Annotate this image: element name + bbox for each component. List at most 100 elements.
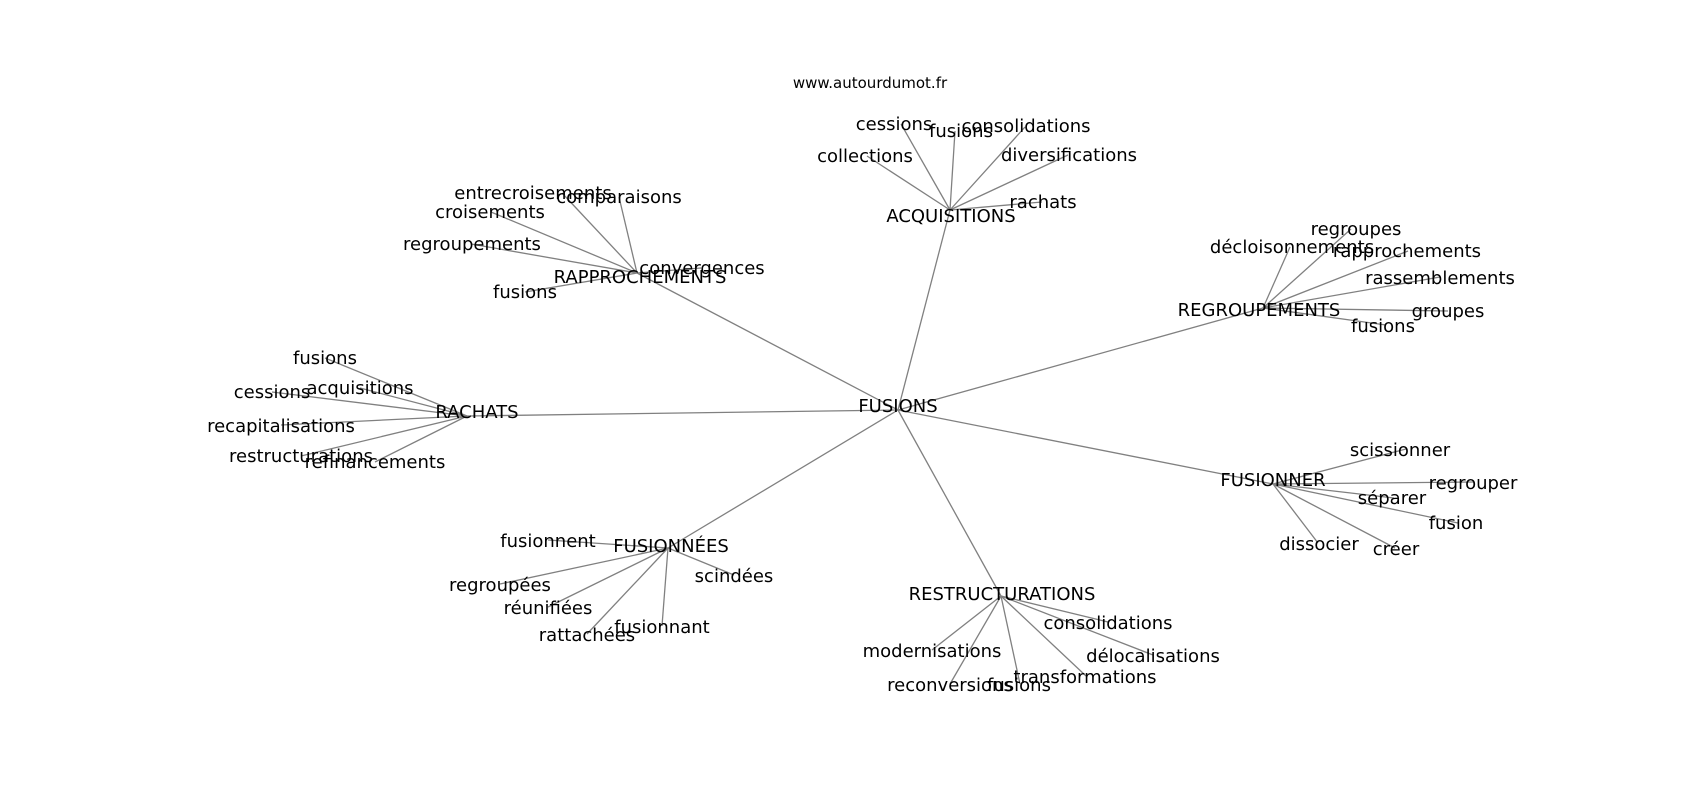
hub-node-0[interactable]: ACQUISITIONS <box>886 206 1015 227</box>
edge-hub-1-leaf-1 <box>618 196 638 274</box>
edge-hub-5-leaf-1 <box>667 547 735 576</box>
leaf-node-5-3[interactable]: réunifiées <box>504 598 593 619</box>
edge-hub-4-leaf-1 <box>1272 481 1475 485</box>
leaf-node-1-2[interactable]: croisements <box>435 202 545 223</box>
edge-hub-0-leaf-0 <box>900 123 951 211</box>
edge-hub-1-leaf-2 <box>490 211 638 274</box>
edge-hub-2-leaf-0 <box>1262 228 1352 309</box>
edge-hub-0-leaf-5 <box>949 201 1043 211</box>
leaf-node-0-1[interactable]: fusions <box>929 121 993 142</box>
leaf-node-4-1[interactable]: regrouper <box>1429 473 1518 494</box>
edge-hub-0-leaf-1 <box>949 130 956 211</box>
leaf-node-6-0[interactable]: consolidations <box>1043 613 1172 634</box>
leaf-node-1-3[interactable]: regroupements <box>403 234 541 255</box>
edges-layer <box>271 123 1475 685</box>
edge-center-hub-2 <box>897 307 1264 411</box>
leaf-node-0-4[interactable]: diversifications <box>1001 145 1137 166</box>
leaf-node-4-2[interactable]: séparer <box>1358 488 1427 509</box>
leaf-node-3-2[interactable]: acquisitions <box>307 378 414 399</box>
leaf-node-6-2[interactable]: délocalisations <box>1086 646 1220 667</box>
edge-hub-2-leaf-5 <box>1262 307 1387 326</box>
leaf-node-6-3[interactable]: transformations <box>1013 667 1156 688</box>
leaf-node-2-1[interactable]: décloisonnements <box>1210 237 1374 258</box>
leaf-node-2-2[interactable]: rapprochements <box>1333 241 1481 262</box>
labels-layer: www.autourdumot.fr FUSIONS ACQUISITIONS ce… <box>207 74 1518 696</box>
edge-center-hub-0 <box>897 209 951 411</box>
leaf-node-2-4[interactable]: groupes <box>1412 301 1485 322</box>
edge-hub-0-leaf-3 <box>866 155 951 211</box>
edge-hub-0-leaf-4 <box>949 154 1069 211</box>
edge-hub-4-leaf-0 <box>1272 448 1407 485</box>
leaf-node-3-3[interactable]: recapitalisations <box>207 416 355 437</box>
leaf-node-4-3[interactable]: fusion <box>1429 513 1484 534</box>
leaf-node-3-4[interactable]: restructurations <box>229 446 373 467</box>
leaf-node-1-0[interactable]: entrecroisements <box>454 183 611 204</box>
leaf-node-4-5[interactable]: créer <box>1373 539 1420 560</box>
edge-hub-2-leaf-1 <box>1262 246 1291 309</box>
edge-hub-6-leaf-0 <box>1000 595 1109 623</box>
center-node[interactable]: FUSIONS <box>858 396 937 417</box>
edge-hub-4-leaf-5 <box>1272 483 1396 549</box>
edge-hub-1-leaf-4 <box>636 267 702 274</box>
edge-hub-6-leaf-1 <box>931 595 1002 651</box>
hub-node-6[interactable]: RESTRUCTURATIONS <box>909 584 1096 605</box>
edge-hub-1-leaf-3 <box>470 243 638 274</box>
edge-hub-3-leaf-1 <box>271 391 468 417</box>
edge-hub-2-leaf-4 <box>1262 307 1449 312</box>
edge-hub-6-leaf-4 <box>1000 595 1021 685</box>
hub-node-5[interactable]: FUSIONNÉES <box>613 535 729 557</box>
edge-hub-2-leaf-2 <box>1262 250 1409 309</box>
leaf-node-6-5[interactable]: reconversions <box>887 675 1013 696</box>
leaf-node-5-2[interactable]: regroupées <box>449 575 551 596</box>
edge-hub-3-leaf-4 <box>300 415 468 457</box>
edge-hub-3-leaf-5 <box>374 415 468 463</box>
leaf-node-1-5[interactable]: fusions <box>493 282 557 303</box>
leaf-node-0-0[interactable]: cessions <box>856 114 933 135</box>
leaf-node-3-5[interactable]: refinancements <box>305 452 446 473</box>
leaf-node-4-4[interactable]: dissocier <box>1279 534 1359 555</box>
leaf-node-3-1[interactable]: cessions <box>234 382 311 403</box>
hub-node-2[interactable]: REGROUPEMENTS <box>1178 300 1341 321</box>
edge-center-hub-3 <box>466 409 899 417</box>
edge-hub-5-leaf-5 <box>586 547 669 635</box>
leaf-node-5-4[interactable]: fusionnant <box>614 617 709 638</box>
edge-hub-3-leaf-2 <box>359 387 468 417</box>
edge-hub-5-leaf-4 <box>661 547 669 627</box>
leaf-node-3-0[interactable]: fusions <box>293 348 357 369</box>
leaf-node-1-1[interactable]: comparaisons <box>556 187 682 208</box>
edge-hub-5-leaf-3 <box>547 547 669 608</box>
leaf-node-0-3[interactable]: collections <box>817 146 913 167</box>
edge-center-hub-4 <box>897 409 1274 485</box>
hub-node-4[interactable]: FUSIONNER <box>1220 470 1325 491</box>
hub-node-3[interactable]: RACHATS <box>435 402 518 423</box>
edge-hub-3-leaf-3 <box>280 415 468 426</box>
leaf-node-4-0[interactable]: scissionner <box>1350 440 1451 461</box>
leaf-node-0-5[interactable]: rachats <box>1009 192 1076 213</box>
leaf-node-1-4[interactable]: convergences <box>639 258 764 279</box>
edge-hub-4-leaf-4 <box>1272 483 1319 544</box>
leaf-node-2-3[interactable]: rassemblements <box>1365 268 1515 289</box>
hub-node-1[interactable]: RAPPROCHEMENTS <box>554 267 727 288</box>
edge-hub-1-leaf-5 <box>524 272 638 293</box>
edge-hub-0-leaf-2 <box>949 126 1026 211</box>
edge-center-hub-6 <box>897 409 1002 597</box>
edge-hub-3-leaf-0 <box>324 357 468 417</box>
leaf-node-5-5[interactable]: rattachées <box>539 625 635 646</box>
edge-hub-4-leaf-2 <box>1272 483 1395 499</box>
leaf-node-5-1[interactable]: scindées <box>695 566 774 587</box>
edge-hub-6-leaf-5 <box>949 595 1002 685</box>
leaf-node-6-1[interactable]: modernisations <box>863 641 1002 662</box>
edge-hub-6-leaf-2 <box>1000 595 1154 656</box>
edge-center-hub-1 <box>636 272 899 411</box>
edge-hub-1-leaf-0 <box>561 192 638 274</box>
edge-hub-6-leaf-3 <box>1000 595 1087 677</box>
edge-hub-2-leaf-3 <box>1262 276 1441 309</box>
watermark: www.autourdumot.fr <box>793 74 948 92</box>
leaf-node-5-0[interactable]: fusionnent <box>500 531 596 552</box>
edge-hub-4-leaf-3 <box>1272 483 1459 524</box>
leaf-node-0-2[interactable]: consolidations <box>961 116 1090 137</box>
leaf-node-6-4[interactable]: fusions <box>987 675 1051 696</box>
leaf-node-2-0[interactable]: regroupes <box>1311 219 1402 240</box>
leaf-node-2-5[interactable]: fusions <box>1351 316 1415 337</box>
